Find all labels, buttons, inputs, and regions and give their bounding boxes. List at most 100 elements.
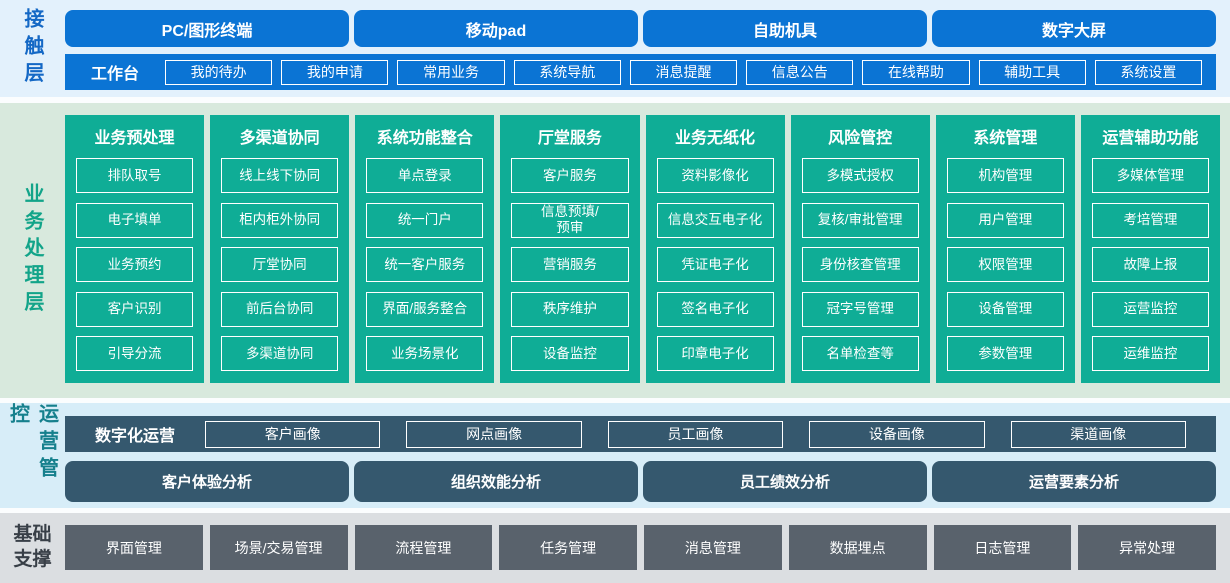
workbench-bar: 工作台 我的待办我的申请常用业务系统导航消息提醒信息公告在线帮助辅助工具系统设置: [65, 54, 1216, 90]
feature-item[interactable]: 名单检查等: [801, 336, 919, 371]
profile-item[interactable]: 渠道画像: [1010, 420, 1186, 448]
foundation-item[interactable]: 数据埋点: [788, 525, 927, 570]
digital-operations-label: 数字化运营: [95, 428, 176, 445]
column-items: 排队取号电子填单业务预约客户识别引导分流: [76, 158, 194, 371]
feature-item[interactable]: 统一门户: [366, 202, 484, 238]
profile-item[interactable]: 客户画像: [205, 420, 381, 448]
foundation-item[interactable]: 消息管理: [644, 525, 782, 570]
feature-item[interactable]: 多媒体管理: [1091, 158, 1209, 193]
workbench-item[interactable]: 在线帮助: [862, 59, 970, 85]
feature-item[interactable]: 考培管理: [1091, 202, 1209, 238]
column-items: 多模式授权复核/审批管理身份核查管理冠字号管理名单检查等: [801, 158, 919, 371]
workbench-item[interactable]: 我的待办: [165, 59, 273, 85]
workbench-item[interactable]: 常用业务: [397, 59, 505, 85]
column-title: 厅堂服务: [537, 130, 602, 147]
layer-business-label: 业务处理层: [21, 183, 43, 318]
column-title: 系统功能整合: [376, 130, 473, 147]
feature-item[interactable]: 机构管理: [946, 158, 1064, 193]
feature-item[interactable]: 故障上报: [1091, 247, 1209, 282]
feature-item[interactable]: 电子填单: [76, 202, 194, 238]
workbench-item[interactable]: 消息提醒: [629, 59, 738, 85]
device-button[interactable]: PC/图形终端: [65, 10, 349, 47]
workbench-item[interactable]: 系统设置: [1094, 59, 1202, 85]
business-column-preprocess: 业务预处理 排队取号电子填单业务预约客户识别引导分流: [65, 115, 205, 383]
feature-item[interactable]: 引导分流: [76, 336, 194, 371]
business-columns: 业务预处理 排队取号电子填单业务预约客户识别引导分流 多渠道协同 线上线下协同柜…: [65, 103, 1230, 398]
feature-item[interactable]: 业务预约: [76, 247, 194, 282]
feature-item[interactable]: 参数管理: [946, 336, 1064, 371]
layer-operations: 运营管控 数字化运营 客户画像网点画像员工画像设备画像渠道画像 客户体验分析组织…: [0, 403, 1230, 508]
foundation-item[interactable]: 日志管理: [933, 525, 1072, 570]
digital-items: 客户画像网点画像员工画像设备画像渠道画像: [205, 420, 1186, 448]
feature-item[interactable]: 设备管理: [946, 291, 1064, 327]
profile-item[interactable]: 员工画像: [607, 420, 784, 448]
feature-item[interactable]: 资料影像化: [656, 158, 774, 193]
profile-item[interactable]: 网点画像: [406, 420, 582, 448]
layer-business: 业务处理层 业务预处理 排队取号电子填单业务预约客户识别引导分流 多渠道协同 线…: [0, 103, 1230, 398]
feature-item[interactable]: 厅堂协同: [221, 247, 339, 282]
feature-item[interactable]: 冠字号管理: [801, 291, 919, 327]
feature-item[interactable]: 信息预填/ 预审: [511, 202, 629, 238]
feature-item[interactable]: 线上线下协同: [221, 158, 339, 193]
feature-item[interactable]: 身份核查管理: [801, 247, 919, 282]
feature-item[interactable]: 秩序维护: [511, 291, 629, 327]
device-button[interactable]: 移动pad: [354, 10, 638, 47]
foundation-item[interactable]: 界面管理: [65, 525, 203, 570]
analysis-button[interactable]: 员工绩效分析: [643, 461, 927, 502]
feature-item[interactable]: 界面/服务整合: [366, 291, 484, 327]
feature-item[interactable]: 多模式授权: [801, 158, 919, 193]
foundation-row: 界面管理场景/交易管理流程管理任务管理消息管理数据埋点日志管理异常处理: [65, 513, 1230, 583]
layer-contact-label: 接触层: [21, 8, 43, 89]
workbench-item[interactable]: 辅助工具: [978, 59, 1086, 85]
feature-item[interactable]: 客户服务: [511, 158, 629, 193]
layer-foundation: 基础支撑 界面管理场景/交易管理流程管理任务管理消息管理数据埋点日志管理异常处理: [0, 513, 1230, 583]
column-title: 运营辅助功能: [1102, 130, 1199, 147]
workbench-item[interactable]: 系统导航: [513, 59, 621, 85]
feature-item[interactable]: 印章电子化: [656, 336, 774, 371]
feature-item[interactable]: 统一客户服务: [366, 247, 484, 282]
foundation-item[interactable]: 场景/交易管理: [209, 525, 348, 570]
column-items: 机构管理用户管理权限管理设备管理参数管理: [946, 158, 1064, 371]
feature-item[interactable]: 客户识别: [76, 291, 194, 327]
business-column-multichannel: 多渠道协同 线上线下协同柜内柜外协同厅堂协同前后台协同多渠道协同: [210, 115, 350, 383]
column-items: 单点登录统一门户统一客户服务界面/服务整合业务场景化: [366, 158, 484, 371]
feature-item[interactable]: 复核/审批管理: [801, 202, 919, 238]
column-items: 线上线下协同柜内柜外协同厅堂协同前后台协同多渠道协同: [221, 158, 339, 371]
feature-item[interactable]: 单点登录: [366, 158, 484, 193]
feature-item[interactable]: 签名电子化: [656, 291, 774, 327]
feature-item[interactable]: 营销服务: [511, 247, 629, 282]
workbench-items: 我的待办我的申请常用业务系统导航消息提醒信息公告在线帮助辅助工具系统设置: [165, 59, 1202, 85]
analysis-row: 客户体验分析组织效能分析员工绩效分析运营要素分析: [65, 461, 1216, 502]
feature-item[interactable]: 权限管理: [946, 247, 1064, 282]
feature-item[interactable]: 排队取号: [76, 158, 194, 193]
feature-item[interactable]: 用户管理: [946, 202, 1064, 238]
feature-item[interactable]: 设备监控: [511, 336, 629, 371]
foundation-item[interactable]: 任务管理: [499, 525, 637, 570]
workbench-item[interactable]: 信息公告: [746, 59, 854, 85]
device-button[interactable]: 数字大屏: [932, 10, 1216, 47]
analysis-button[interactable]: 客户体验分析: [65, 461, 349, 502]
foundation-item[interactable]: 流程管理: [354, 525, 493, 570]
column-items: 资料影像化信息交互电子化凭证电子化签名电子化印章电子化: [656, 158, 774, 371]
profile-item[interactable]: 设备画像: [809, 420, 985, 448]
feature-item[interactable]: 信息交互电子化: [656, 202, 774, 238]
device-button[interactable]: 自助机具: [643, 10, 927, 47]
feature-item[interactable]: 多渠道协同: [221, 336, 339, 371]
feature-item[interactable]: 凭证电子化: [656, 247, 774, 282]
feature-item[interactable]: 柜内柜外协同: [221, 202, 339, 238]
workbench-item[interactable]: 我的申请: [281, 59, 389, 85]
business-column-integration: 系统功能整合 单点登录统一门户统一客户服务界面/服务整合业务场景化: [355, 115, 495, 383]
analysis-button[interactable]: 组织效能分析: [354, 461, 638, 502]
feature-item[interactable]: 运营监控: [1091, 291, 1209, 327]
business-column-hall-service: 厅堂服务 客户服务信息预填/ 预审营销服务秩序维护设备监控: [500, 115, 640, 383]
feature-item[interactable]: 运维监控: [1091, 336, 1209, 371]
column-title: 业务无纸化: [675, 130, 756, 147]
feature-item[interactable]: 前后台协同: [221, 291, 339, 327]
analysis-button[interactable]: 运营要素分析: [932, 461, 1216, 502]
feature-item[interactable]: 业务场景化: [366, 336, 484, 371]
column-items: 多媒体管理考培管理故障上报运营监控运维监控: [1091, 158, 1209, 371]
foundation-item[interactable]: 异常处理: [1078, 525, 1216, 570]
